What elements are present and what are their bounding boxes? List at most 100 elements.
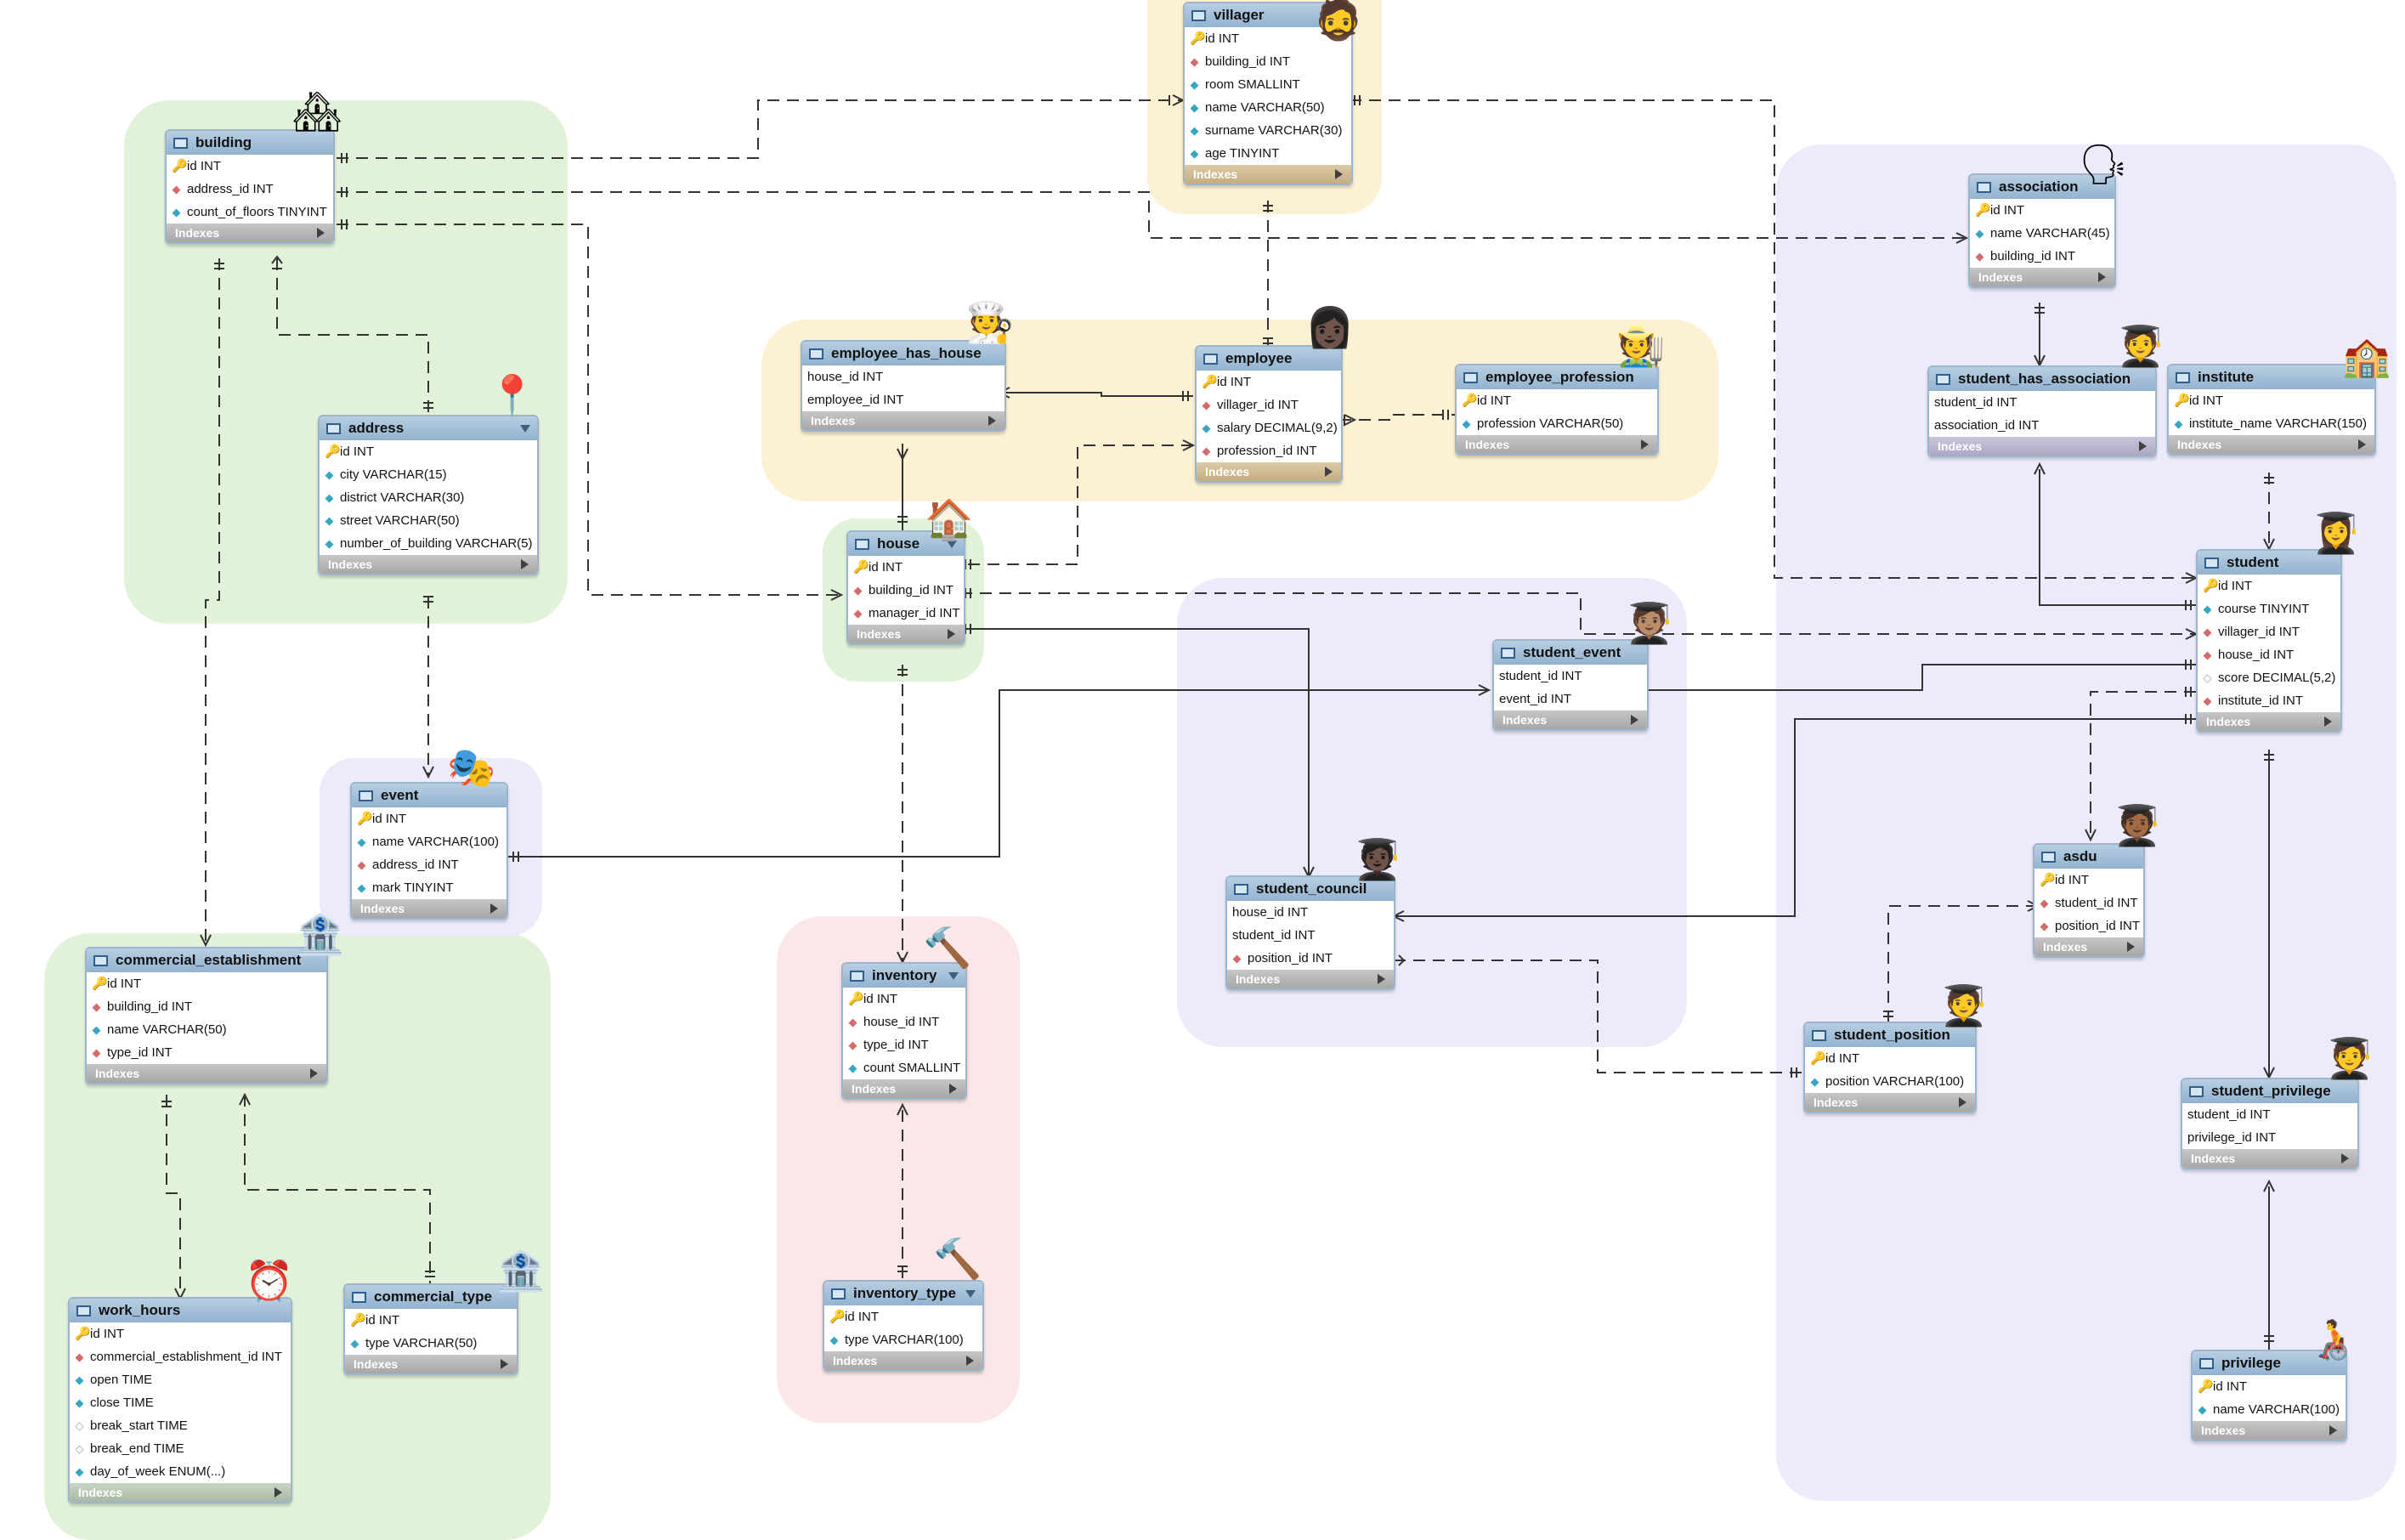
column-row[interactable]: student_id INT xyxy=(1227,924,1394,947)
column-row[interactable]: association_id INT xyxy=(1929,414,2155,437)
table-header[interactable]: student_event xyxy=(1494,641,1647,665)
column-row[interactable]: ◆manager_id INT xyxy=(848,602,964,625)
column-row[interactable]: ◆number_of_building VARCHAR(5) xyxy=(320,532,537,555)
indexes-section[interactable]: Indexes xyxy=(1457,435,1657,454)
column-row[interactable]: ◆building_id INT xyxy=(1970,245,2114,268)
table-header[interactable]: student xyxy=(2198,551,2340,575)
column-row[interactable]: student_id INT xyxy=(2182,1103,2357,1126)
indexes-section[interactable]: Indexes xyxy=(352,899,506,918)
table-employee-profession[interactable]: employee_profession🔑id INT◆profession VA… xyxy=(1455,364,1659,456)
table-header[interactable]: villager xyxy=(1185,3,1351,27)
column-row[interactable]: ◆building_id INT xyxy=(1185,50,1351,73)
column-row[interactable]: ◆type VARCHAR(50) xyxy=(345,1332,517,1355)
table-association[interactable]: association🔑id INT◆name VARCHAR(45)◆buil… xyxy=(1968,173,2116,288)
column-row[interactable]: ◆mark TINYINT xyxy=(352,876,506,899)
column-row[interactable]: ◇break_end TIME xyxy=(70,1437,291,1460)
column-row[interactable]: ◆name VARCHAR(100) xyxy=(2193,1398,2346,1421)
expand-arrow-icon[interactable] xyxy=(1641,439,1649,450)
table-header[interactable]: institute xyxy=(2169,365,2374,389)
table-header[interactable]: student_position xyxy=(1805,1023,1975,1047)
column-row[interactable]: ◆villager_id INT xyxy=(2198,620,2340,643)
indexes-section[interactable]: Indexes xyxy=(824,1351,982,1370)
table-header[interactable]: house xyxy=(848,532,964,556)
indexes-section[interactable]: Indexes xyxy=(2198,712,2340,731)
column-row[interactable]: house_id INT xyxy=(1227,901,1394,924)
expand-arrow-icon[interactable] xyxy=(2358,439,2366,450)
indexes-section[interactable]: Indexes xyxy=(2193,1421,2346,1440)
indexes-section[interactable]: Indexes xyxy=(1494,711,1647,729)
column-row[interactable]: 🔑id INT xyxy=(1970,199,2114,222)
column-row[interactable]: ◆position_id INT xyxy=(1227,947,1394,970)
table-header[interactable]: building xyxy=(167,131,333,155)
column-row[interactable]: 🔑id INT xyxy=(2169,389,2374,412)
table-event[interactable]: event🔑id INT◆name VARCHAR(100)◆address_i… xyxy=(350,782,508,920)
column-row[interactable]: ◆count_of_floors TINYINT xyxy=(167,201,333,224)
indexes-section[interactable]: Indexes xyxy=(843,1079,965,1098)
column-row[interactable]: ◆surname VARCHAR(30) xyxy=(1185,119,1351,142)
expand-arrow-icon[interactable] xyxy=(948,629,955,639)
column-row[interactable]: ◆age TINYINT xyxy=(1185,142,1351,165)
collapse-icon[interactable] xyxy=(947,540,957,548)
column-row[interactable]: ◆institute_id INT xyxy=(2198,689,2340,712)
column-row[interactable]: ◆student_id INT xyxy=(2034,892,2143,914)
table-commercial-establishment[interactable]: commercial_establishment🔑id INT◆building… xyxy=(85,947,328,1084)
column-row[interactable]: 🔑id INT xyxy=(70,1322,291,1345)
column-row[interactable]: ◆type_id INT xyxy=(87,1041,326,1064)
column-row[interactable]: ◆position VARCHAR(100) xyxy=(1805,1070,1975,1093)
column-row[interactable]: ◆commercial_establishment_id INT xyxy=(70,1345,291,1368)
column-row[interactable]: student_id INT xyxy=(1929,391,2155,414)
column-row[interactable]: ◆district VARCHAR(30) xyxy=(320,486,537,509)
column-row[interactable]: 🔑id INT xyxy=(87,972,326,995)
column-row[interactable]: ◆building_id INT xyxy=(848,579,964,602)
indexes-section[interactable]: Indexes xyxy=(320,555,537,574)
expand-arrow-icon[interactable] xyxy=(1959,1097,1966,1107)
column-row[interactable]: employee_id INT xyxy=(802,388,1004,411)
expand-arrow-icon[interactable] xyxy=(966,1356,974,1366)
table-header[interactable]: work_hours xyxy=(70,1299,291,1322)
table-header[interactable]: student_has_association xyxy=(1929,367,2155,391)
table-student-position[interactable]: student_position🔑id INT◆position VARCHAR… xyxy=(1803,1022,1977,1113)
table-header[interactable]: employee xyxy=(1197,347,1341,371)
table-inventory[interactable]: inventory🔑id INT◆house_id INT◆type_id IN… xyxy=(841,962,967,1100)
column-row[interactable]: ◆position_id INT xyxy=(2034,914,2143,937)
column-row[interactable]: ◆profession VARCHAR(50) xyxy=(1457,412,1657,435)
table-inventory-type[interactable]: inventory_type🔑id INT◆type VARCHAR(100)I… xyxy=(823,1280,984,1372)
indexes-section[interactable]: Indexes xyxy=(2169,435,2374,454)
column-row[interactable]: ◆city VARCHAR(15) xyxy=(320,463,537,486)
column-row[interactable]: 🔑id INT xyxy=(352,807,506,830)
column-row[interactable]: ◆address_id INT xyxy=(352,853,506,876)
column-row[interactable]: ◆close TIME xyxy=(70,1391,291,1414)
column-row[interactable]: ◆house_id INT xyxy=(2198,643,2340,666)
column-row[interactable]: 🔑id INT xyxy=(2034,869,2143,892)
column-row[interactable]: ◆type VARCHAR(100) xyxy=(824,1328,982,1351)
column-row[interactable]: ◆name VARCHAR(50) xyxy=(1185,96,1351,119)
table-institute[interactable]: institute🔑id INT◆institute_name VARCHAR(… xyxy=(2167,364,2376,456)
indexes-section[interactable]: Indexes xyxy=(1929,437,2155,456)
expand-arrow-icon[interactable] xyxy=(1631,715,1638,725)
expand-arrow-icon[interactable] xyxy=(2127,942,2135,952)
indexes-section[interactable]: Indexes xyxy=(1805,1093,1975,1112)
expand-arrow-icon[interactable] xyxy=(490,903,498,914)
expand-arrow-icon[interactable] xyxy=(988,416,996,426)
expand-arrow-icon[interactable] xyxy=(2098,272,2106,282)
indexes-section[interactable]: Indexes xyxy=(802,411,1004,430)
column-row[interactable]: ◆count SMALLINT xyxy=(843,1056,965,1079)
table-employee[interactable]: employee🔑id INT◆villager_id INT◆salary D… xyxy=(1195,345,1343,483)
column-row[interactable]: 🔑id INT xyxy=(848,556,964,579)
column-row[interactable]: ◆name VARCHAR(100) xyxy=(352,830,506,853)
table-header[interactable]: commercial_establishment xyxy=(87,948,326,972)
table-commercial-type[interactable]: commercial_type🔑id INT◆type VARCHAR(50)I… xyxy=(343,1283,518,1375)
table-header[interactable]: privilege xyxy=(2193,1351,2346,1375)
column-row[interactable]: 🔑id INT xyxy=(2198,575,2340,597)
indexes-section[interactable]: Indexes xyxy=(2034,937,2143,956)
collapse-icon[interactable] xyxy=(520,424,530,433)
expand-arrow-icon[interactable] xyxy=(2329,1425,2337,1435)
column-row[interactable]: 🔑id INT xyxy=(1185,27,1351,50)
column-row[interactable]: ◆open TIME xyxy=(70,1368,291,1391)
column-row[interactable]: ◇break_start TIME xyxy=(70,1414,291,1437)
collapse-icon[interactable] xyxy=(948,971,959,980)
column-row[interactable]: 🔑id INT xyxy=(1197,371,1341,393)
